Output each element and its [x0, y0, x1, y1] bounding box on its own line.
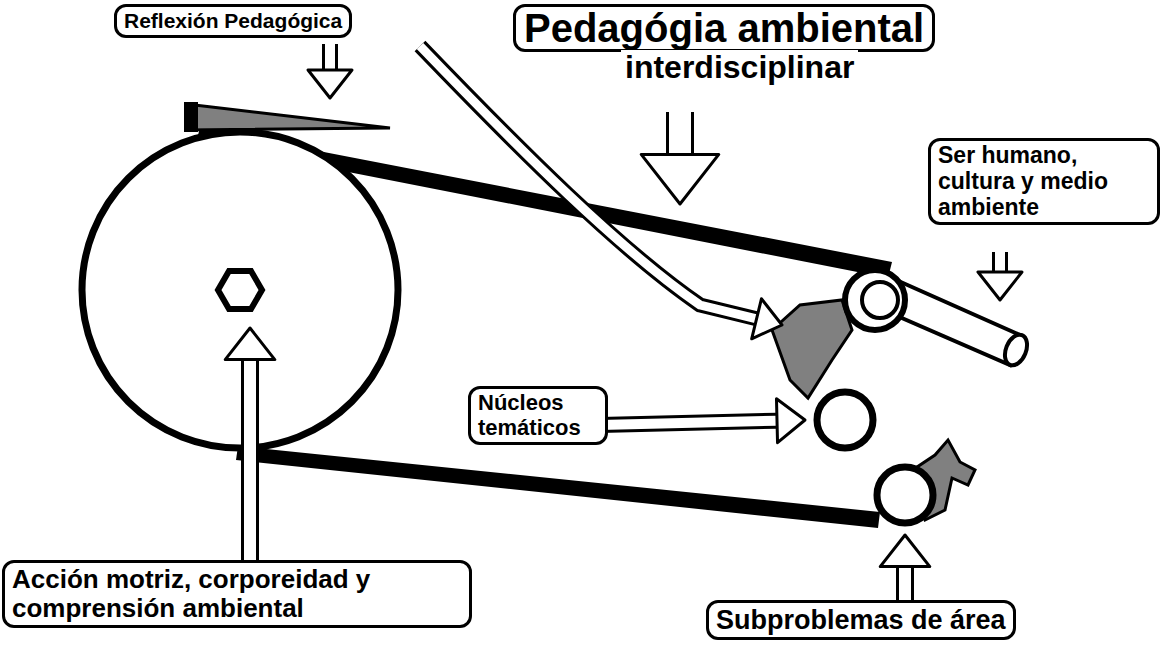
wedge-bar	[184, 102, 198, 132]
callout-box: Subproblemas de área	[706, 600, 1016, 640]
callout-label: Reflexión Pedagógica	[124, 9, 342, 33]
callout-arrow	[776, 399, 805, 443]
callout-arrow	[669, 112, 691, 154]
callout-arrow	[420, 46, 757, 319]
callout-label: Acción motriz, corporeidad y comprensión…	[12, 565, 462, 623]
callout-arrow	[244, 360, 256, 562]
lower-roller	[877, 467, 933, 523]
callout-arrow	[325, 44, 335, 70]
callout-arrow	[899, 567, 911, 600]
callout-arrow	[225, 328, 275, 360]
shaft-end	[1001, 331, 1032, 368]
drive-wheel	[82, 132, 398, 448]
callout-label: Pedagógia ambiental	[513, 4, 935, 52]
belt-bottom	[236, 446, 880, 528]
callout-box: Núcleos temáticos	[468, 386, 608, 445]
callout-arrow	[641, 154, 719, 204]
wedge-tensioner	[186, 104, 390, 130]
callout-arrow	[992, 252, 1008, 272]
callout-arrow	[995, 252, 1005, 272]
hex-hub	[218, 271, 262, 309]
callout-sublabel: interdisciplinar	[621, 50, 858, 86]
callout-box: Ser humano, cultura y medio ambiente	[928, 138, 1160, 225]
callout-label: Ser humano, cultura y medio ambiente	[938, 143, 1150, 220]
callout-arrow	[322, 44, 338, 70]
callout-box: Acción motriz, corporeidad y comprensión…	[2, 560, 472, 628]
callout-arrow	[752, 299, 782, 339]
callout-label: Subproblemas de área	[716, 605, 1006, 635]
callout-arrow	[978, 272, 1022, 300]
callout-box: Reflexión Pedagógica	[114, 4, 352, 38]
callout-arrow	[880, 535, 930, 567]
upper-roller-core	[862, 282, 898, 318]
callout-arrow	[666, 112, 694, 154]
upper-cam	[772, 300, 852, 398]
callout-arrow	[600, 421, 777, 425]
callout-box: Pedagógia ambientalinterdisciplinar	[513, 4, 935, 86]
callout-arrow	[600, 421, 777, 425]
callout-arrow	[896, 567, 914, 600]
callout-label: Núcleos temáticos	[478, 391, 598, 440]
middle-roller	[817, 392, 873, 448]
callout-arrow	[308, 70, 352, 98]
upper-roller	[845, 270, 905, 330]
callout-arrow	[241, 360, 259, 562]
callout-arrow	[420, 46, 757, 319]
